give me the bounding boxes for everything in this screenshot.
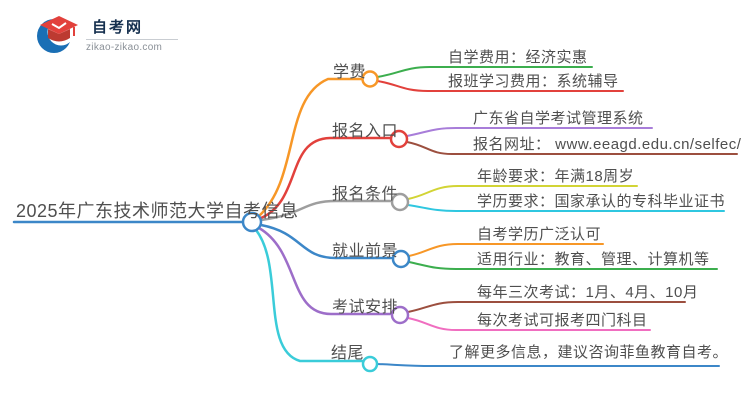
link-root-tuition xyxy=(257,77,364,218)
link-schedule-times xyxy=(407,301,686,313)
link-schedule-subjects xyxy=(407,317,651,331)
prospects-node-circle xyxy=(391,249,411,269)
link-tuition-self-study xyxy=(376,66,593,78)
link-root-entry xyxy=(259,136,392,220)
link-tuition-class xyxy=(376,80,624,92)
root-node-circle xyxy=(241,211,263,233)
branch-entry: 报名入口 xyxy=(332,123,399,140)
entry-node-circle xyxy=(389,129,409,149)
leaf-registration-url: 报名网址： www.eeagd.edu.cn/selfec/ xyxy=(473,136,742,153)
leaf-exam-subjects: 每次考试可报考四门科目 xyxy=(477,312,648,329)
logo-domain: zikao-zikao.com xyxy=(86,42,163,53)
leaf-self-study-cost: 自学费用：经济实惠 xyxy=(448,49,588,66)
link-root-ending xyxy=(254,228,364,363)
link-ending-more-info xyxy=(376,363,720,367)
link-entry-system xyxy=(406,127,653,137)
leaf-management-system: 广东省自学考试管理系统 xyxy=(473,110,644,127)
branch-ending: 结尾 xyxy=(331,345,365,362)
leaf-edu-requirement: 学历要求：国家承认的专科毕业证书 xyxy=(477,193,726,210)
leaf-recognition: 自考学历广泛认可 xyxy=(477,226,602,243)
graduation-cap-crescent-icon xyxy=(37,16,78,53)
link-entry-url xyxy=(406,141,738,155)
site-logo: 自考网 zikao-zikao.com xyxy=(34,12,178,58)
root-topic: 2025年广东技术师范大学自考信息 xyxy=(16,201,299,221)
logo-title: 自考网 xyxy=(92,19,144,36)
branch-schedule: 考试安排 xyxy=(332,299,399,316)
link-prospects-recognition xyxy=(408,243,604,257)
link-root-conditions xyxy=(259,199,392,222)
conditions-node-circle xyxy=(390,192,410,212)
link-conditions-education xyxy=(407,204,725,212)
tuition-node-circle xyxy=(361,70,379,88)
branch-conditions: 报名条件 xyxy=(332,186,399,203)
branch-prospects: 就业前景 xyxy=(332,243,399,260)
schedule-node-circle xyxy=(390,305,410,325)
leaf-exam-times: 每年三次考试：1月、4月、10月 xyxy=(477,284,699,301)
ending-node-circle xyxy=(361,355,379,373)
link-root-schedule xyxy=(257,226,392,316)
leaf-age-requirement: 年龄要求：年满18周岁 xyxy=(477,168,635,185)
link-prospects-industries xyxy=(408,261,718,270)
link-root-prospects xyxy=(259,223,393,260)
link-conditions-age xyxy=(407,185,638,200)
logo-divider xyxy=(86,39,178,40)
leaf-industries: 适用行业：教育、管理、计算机等 xyxy=(477,251,710,268)
branch-tuition: 学费 xyxy=(333,64,367,81)
leaf-more-info: 了解更多信息，建议咨询菲鱼教育自考。 xyxy=(449,344,729,361)
leaf-class-cost: 报班学习费用：系统辅导 xyxy=(448,73,619,90)
